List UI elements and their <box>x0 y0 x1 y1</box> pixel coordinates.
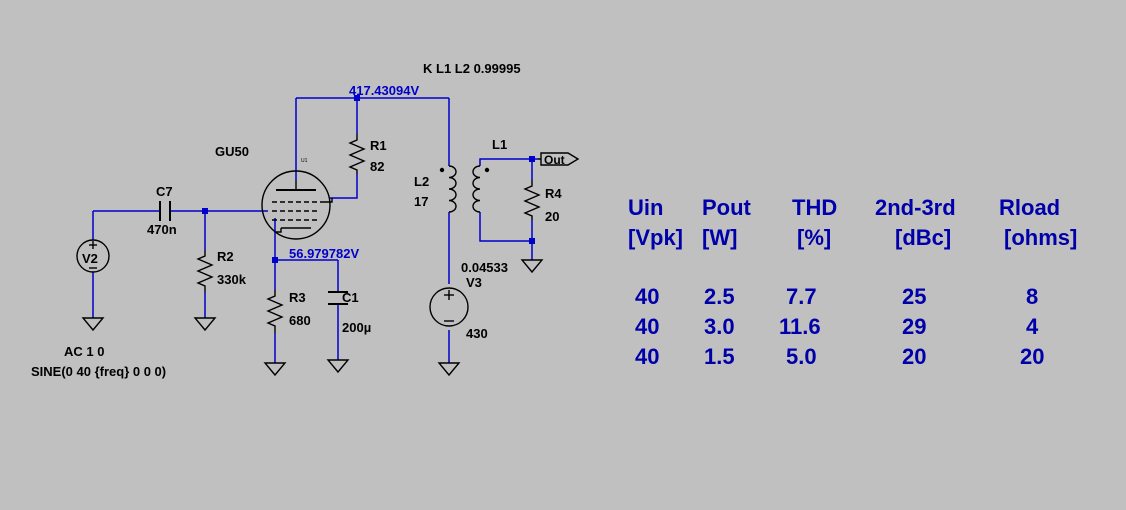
voltage-source-v3-symbol <box>429 287 469 327</box>
vacuum-tube-u1-symbol: U1 <box>261 158 333 240</box>
spice-directive: K L1 L2 0.99995 <box>423 61 521 76</box>
table-cell: 40 <box>635 344 660 369</box>
table-cell: 3.0 <box>704 314 735 339</box>
table-header-uin: Uin <box>628 195 664 220</box>
table-cell: 40 <box>635 314 660 339</box>
resistor-r2-symbol <box>196 250 214 292</box>
table-header-pout: Pout <box>702 195 751 220</box>
r2-ref: R2 <box>217 249 234 264</box>
components: U1 <box>76 134 580 377</box>
wires <box>92 97 538 363</box>
c1-ref: C1 <box>342 290 359 305</box>
table-cell: 29 <box>902 314 927 339</box>
inductor-l1-symbol <box>472 165 490 213</box>
table-unit-pout: [W] <box>702 225 738 250</box>
svg-text:U1: U1 <box>301 158 308 164</box>
r3-value: 680 <box>289 313 311 328</box>
inductor-l2-symbol <box>439 165 457 213</box>
c7-value: 470n <box>147 222 177 237</box>
table-cell: 8 <box>1026 284 1039 309</box>
cathode-node-voltage: 56.979782V <box>289 246 360 261</box>
plate-node-voltage: 417.43094V <box>349 83 420 98</box>
table-unit-2nd-3rd: [dBc] <box>895 225 952 250</box>
capacitor-c1-symbol <box>328 291 348 305</box>
v3-series-resistance: 0.04533 <box>461 260 508 275</box>
v3-value: 430 <box>466 326 488 341</box>
v2-sine-spec: SINE(0 40 {freq} 0 0 0) <box>31 364 167 379</box>
table-cell: 1.5 <box>704 344 735 369</box>
l1-ref: L1 <box>492 137 508 152</box>
resistor-r1-symbol <box>348 134 366 174</box>
resistor-r3-symbol <box>266 290 284 333</box>
table-header-rload: Rload <box>999 195 1061 220</box>
v2-ac-spec: AC 1 0 <box>64 344 105 359</box>
resistor-r4-symbol <box>523 180 541 220</box>
voltage-source-v2-symbol <box>76 239 110 273</box>
r4-ref: R4 <box>545 186 562 201</box>
junctions <box>202 95 535 263</box>
r3-ref: R3 <box>289 290 306 305</box>
table-cell: 2.5 <box>704 284 735 309</box>
table-cell: 25 <box>902 284 927 309</box>
l2-value: 17 <box>414 194 429 209</box>
table-cell: 20 <box>902 344 927 369</box>
table-cell: 40 <box>635 284 660 309</box>
table-cell: 4 <box>1026 314 1039 339</box>
tube-name-label: GU50 <box>215 144 249 159</box>
out-net-label: Out <box>544 153 565 167</box>
table-unit-rload: [ohms] <box>1004 225 1078 250</box>
r2-value: 330k <box>217 272 246 287</box>
r4-value: 20 <box>545 209 560 224</box>
c1-value: 200µ <box>342 320 372 335</box>
out-port-flag <box>538 152 580 166</box>
table-cell: 5.0 <box>786 344 817 369</box>
table-header-thd: THD <box>792 195 838 220</box>
ground-symbols <box>81 259 544 377</box>
table-header-2nd-3rd: 2nd-3rd <box>875 195 956 220</box>
table-cell: 20 <box>1020 344 1045 369</box>
table-unit-thd: [%] <box>797 225 832 250</box>
capacitor-c7-symbol <box>159 201 171 221</box>
l2-ref: L2 <box>414 174 430 189</box>
v3-ref: V3 <box>466 275 482 290</box>
c7-ref: C7 <box>156 184 173 199</box>
v2-ref: V2 <box>82 251 98 266</box>
table-cell: 7.7 <box>786 284 817 309</box>
r1-ref: R1 <box>370 138 387 153</box>
table-cell: 11.6 <box>779 314 821 339</box>
r1-value: 82 <box>370 159 385 174</box>
table-unit-uin: [Vpk] <box>628 225 683 250</box>
